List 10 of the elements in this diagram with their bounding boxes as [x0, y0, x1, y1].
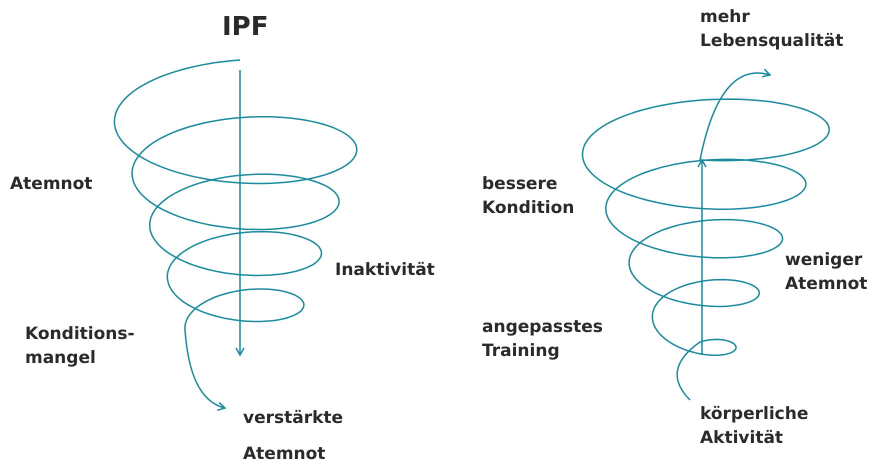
- spiral-label: mehr Lebensqualität: [700, 6, 844, 53]
- spiral-label: Inaktivität: [335, 259, 436, 282]
- spiral-label: verstärkte Atemnot: [243, 407, 344, 466]
- spiral-label: bessere Kondition: [482, 173, 576, 220]
- spiral-label: angepasstes Training: [482, 316, 604, 363]
- heading: IPF: [222, 11, 270, 44]
- spiral-label: weniger Atemnot: [785, 249, 868, 296]
- spiral-label: körperliche Aktivität: [700, 403, 810, 450]
- spiral-label: Konditions- mangel: [25, 323, 136, 370]
- spiral-label: Atemnot: [10, 173, 94, 196]
